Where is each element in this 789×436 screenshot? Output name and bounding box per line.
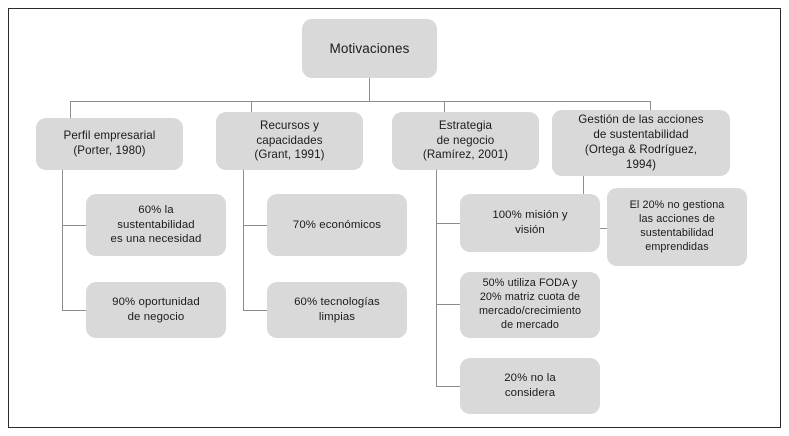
node-gestion-child-1[interactable]: El 20% no gestiona las acciones de suste… <box>607 188 747 266</box>
connector-stub-perfil-2 <box>62 310 86 311</box>
connector-spine-estrategia <box>436 170 437 386</box>
connector-root-bus <box>70 101 650 102</box>
connector-stub-estrategia-2 <box>436 304 460 305</box>
node-perfil-child-2[interactable]: 90% oportunidad de negocio <box>86 282 226 338</box>
connector-drop-perfil <box>70 101 71 118</box>
connector-drop-gestion <box>650 101 651 118</box>
node-recursos-child-2[interactable]: 60% tecnologías limpias <box>267 282 407 338</box>
connector-stub-estrategia-3 <box>436 386 460 387</box>
connector-drop-recursos <box>251 101 252 118</box>
connector-stub-perfil-1 <box>62 225 86 226</box>
node-estrategia-child-2[interactable]: 50% utiliza FODA y 20% matriz cuota de m… <box>460 272 600 338</box>
node-gestion-acciones[interactable]: Gestión de las acciones de sustentabilid… <box>552 110 730 176</box>
connector-spine-perfil <box>62 170 63 310</box>
connector-stub-recursos-2 <box>243 310 267 311</box>
node-root[interactable]: Motivaciones <box>302 19 437 78</box>
connector-spine-recursos <box>243 170 244 310</box>
connector-stub-estrategia-1 <box>436 223 460 224</box>
node-estrategia-child-3[interactable]: 20% no la considera <box>460 358 600 414</box>
connector-root-stem <box>369 78 370 101</box>
node-estrategia-negocio[interactable]: Estrategia de negocio (Ramírez, 2001) <box>392 112 539 170</box>
node-perfil-empresarial[interactable]: Perfil empresarial (Porter, 1980) <box>36 118 183 170</box>
node-recursos-child-1[interactable]: 70% económicos <box>267 194 407 256</box>
node-perfil-child-1[interactable]: 60% la sustentabilidad es una necesidad <box>86 194 226 256</box>
connector-stub-recursos-1 <box>243 225 267 226</box>
node-estrategia-child-1[interactable]: 100% misión y visión <box>460 194 600 252</box>
connector-drop-estrategia <box>444 101 445 118</box>
node-recursos-capacidades[interactable]: Recursos y capacidades (Grant, 1991) <box>216 112 363 170</box>
